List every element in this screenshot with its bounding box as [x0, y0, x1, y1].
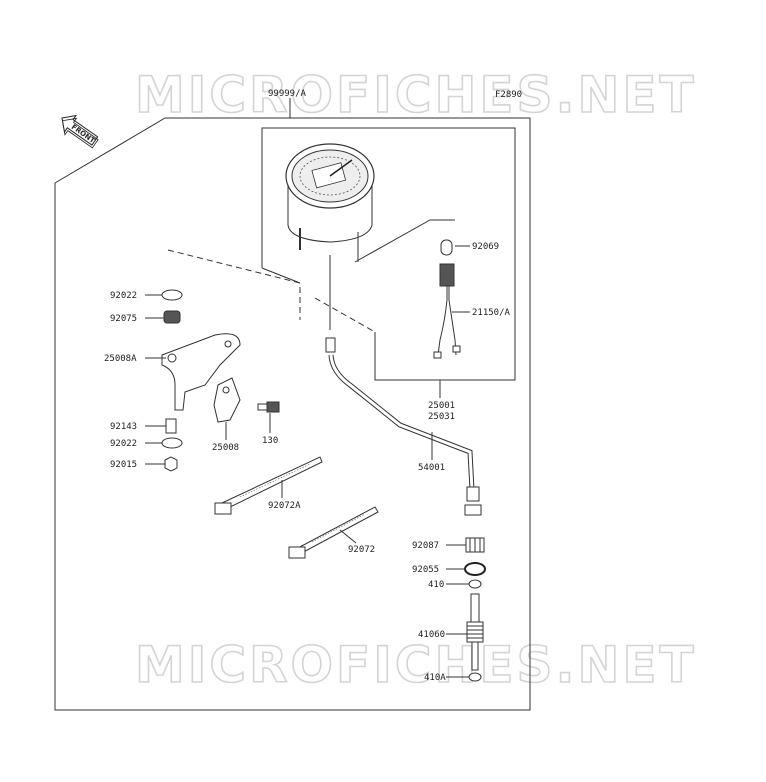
watermark-top: MICROFICHES.NET	[135, 66, 697, 124]
speedometer	[285, 143, 375, 262]
grommet-92075	[163, 310, 181, 324]
callout-41060: 41060	[418, 630, 445, 640]
bulb-92069	[440, 239, 453, 256]
nut-92087	[465, 537, 485, 553]
washer-410a	[468, 672, 482, 682]
watermark-bottom: MICROFICHES.NET	[135, 636, 697, 694]
collar-92143	[165, 418, 177, 434]
speedometer-cable	[325, 255, 482, 516]
nut-92015	[164, 456, 178, 472]
callout-92087: 92087	[412, 541, 439, 551]
figure-code: F2890	[495, 90, 522, 100]
callout-92055: 92055	[412, 565, 439, 575]
callout-92143: 92143	[110, 422, 137, 432]
callout-25008: 25008	[212, 443, 239, 453]
bracket-25008a	[161, 333, 241, 411]
callout-92022-top: 92022	[110, 291, 137, 301]
callout-130: 130	[262, 436, 278, 446]
callout-92022-bottom: 92022	[110, 439, 137, 449]
callout-92015: 92015	[110, 460, 137, 470]
assembly-frame	[54, 117, 531, 711]
o-ring-92055	[464, 562, 486, 576]
callout-25031: 25031	[428, 412, 455, 422]
meter-subframe	[261, 127, 516, 381]
washer-92022-top	[161, 289, 183, 301]
callout-54001: 54001	[418, 463, 445, 473]
callout-410a: 410A	[424, 673, 446, 683]
callout-92072: 92072	[348, 545, 375, 555]
assembly-label: 99999/A	[268, 89, 307, 99]
callout-410: 410	[428, 580, 444, 590]
bolt-130	[257, 401, 280, 413]
cable-tie-92072	[288, 506, 379, 559]
washer-410	[468, 579, 482, 589]
callout-92072a: 92072A	[268, 501, 301, 511]
callout-21150a: 21150/A	[472, 308, 511, 318]
lamp-socket-21150a	[433, 263, 461, 359]
callout-92075: 92075	[110, 314, 137, 324]
gear-shaft-41060	[466, 593, 484, 671]
cable-tie-92072a	[214, 456, 323, 515]
bracket-25008	[213, 377, 241, 423]
callout-92069: 92069	[472, 242, 499, 252]
callout-25001: 25001	[428, 401, 455, 411]
callout-25008a: 25008A	[104, 354, 137, 364]
washer-92022-bottom	[161, 437, 183, 449]
front-arrow-icon: FRONT	[61, 114, 99, 149]
